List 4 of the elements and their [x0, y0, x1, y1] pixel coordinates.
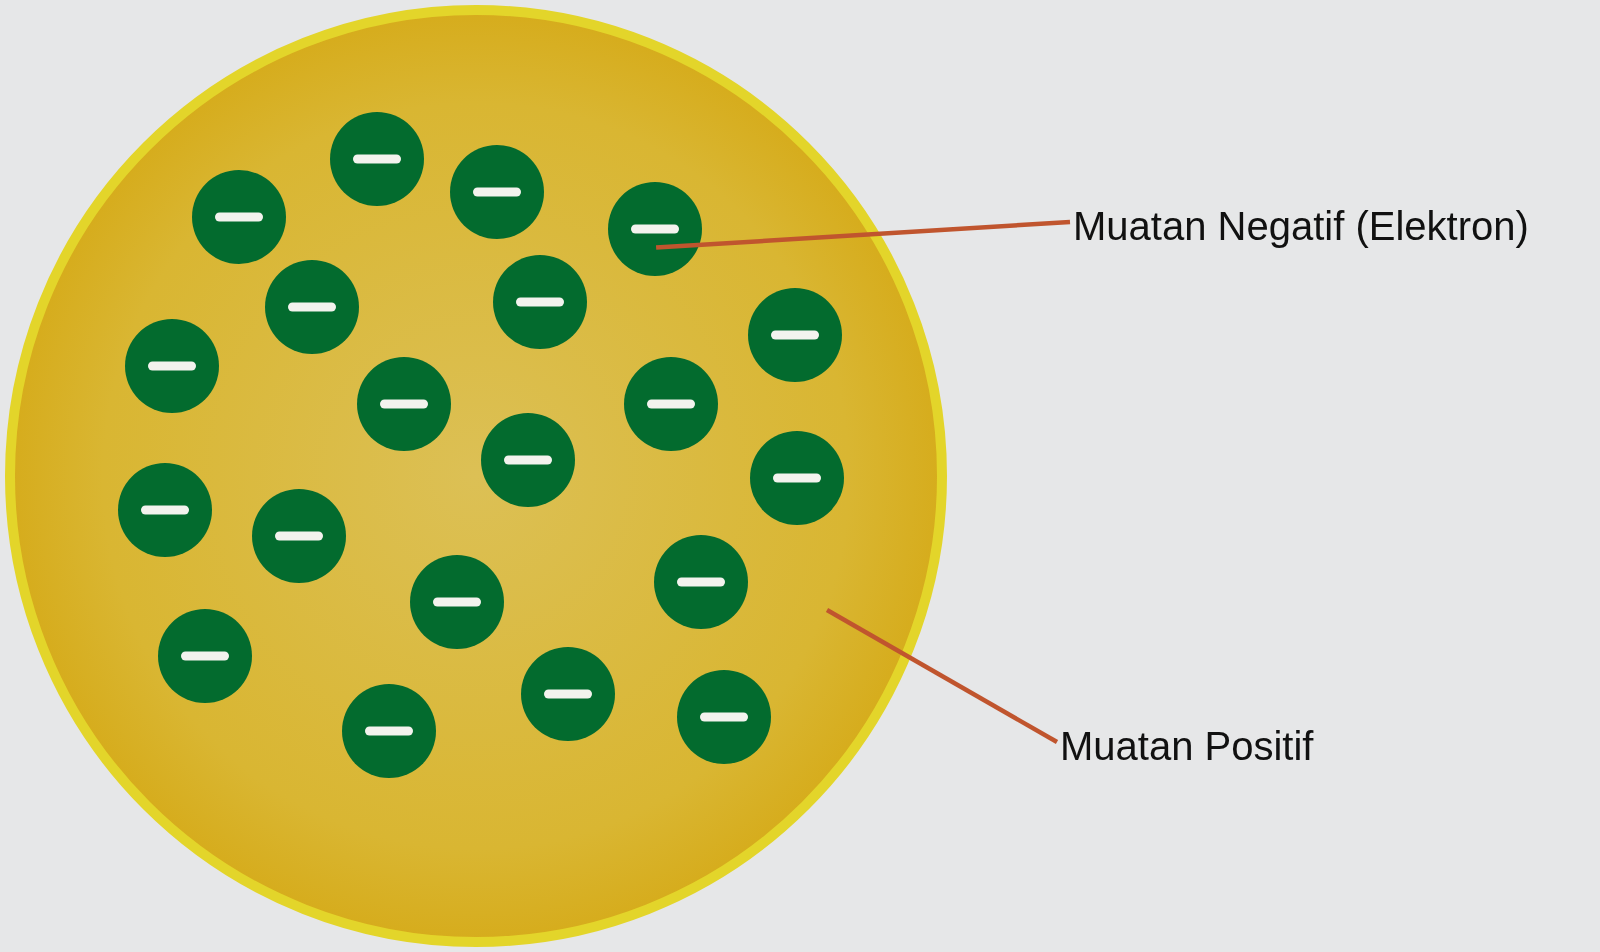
label-text: Muatan Negatif (Elektron) [1073, 204, 1529, 248]
leader-line [825, 608, 1059, 744]
leader-line [655, 219, 1071, 250]
label-text: Muatan Positif [1060, 724, 1314, 768]
